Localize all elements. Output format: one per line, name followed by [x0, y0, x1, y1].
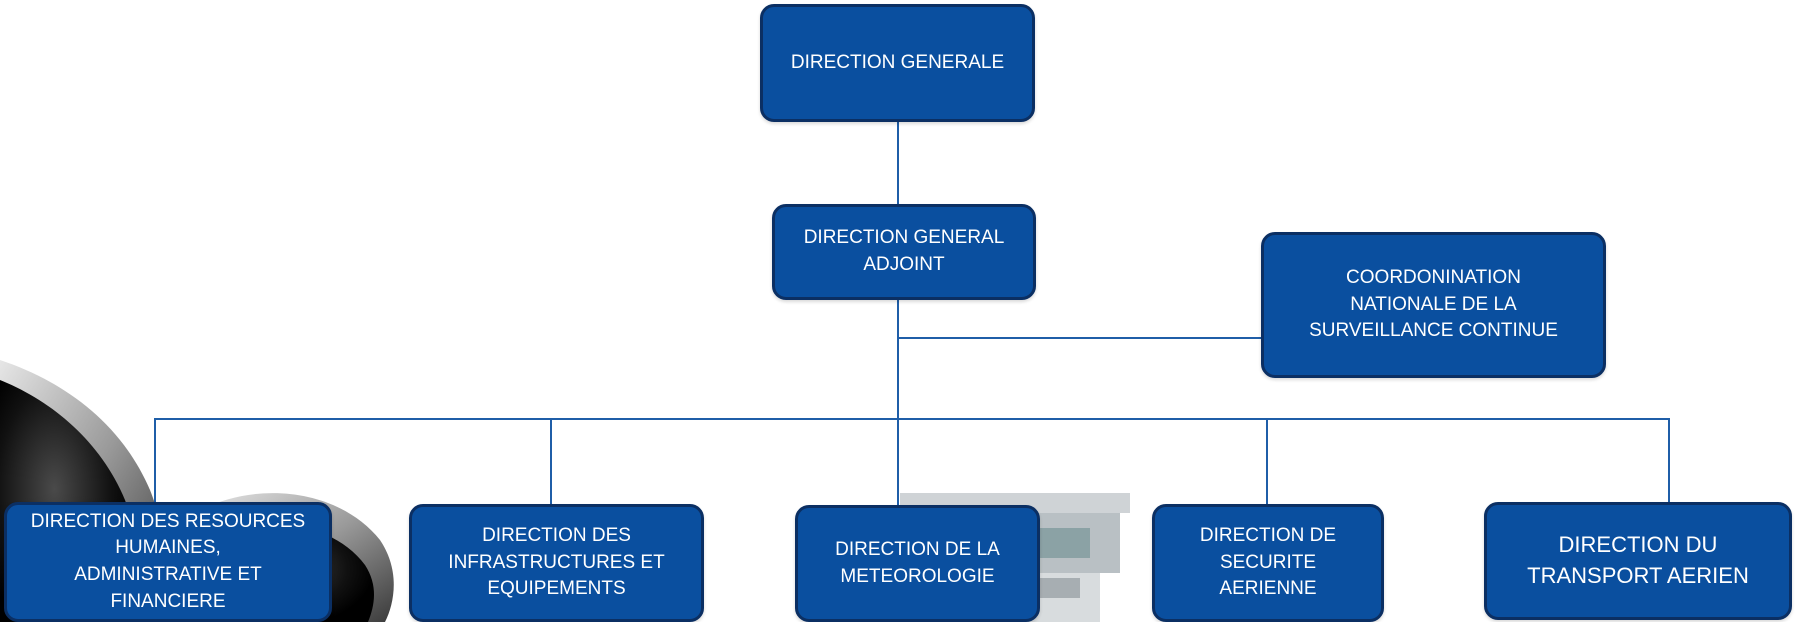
- direction-transport-aerien-label: DIRECTION DU TRANSPORT AERIEN: [1527, 532, 1749, 588]
- direction-general-adjoint-box: DIRECTION GENERAL ADJOINT: [772, 204, 1036, 300]
- direction-general-adjoint-label: DIRECTION GENERAL ADJOINT: [803, 227, 1005, 275]
- direction-transport-aerien-box: DIRECTION DU TRANSPORT AERIEN: [1484, 502, 1792, 620]
- direction-securite-aerienne-label: DIRECTION DE SECURITE AERIENNE: [1199, 525, 1337, 600]
- connector-dsa: [1266, 418, 1268, 504]
- direction-infrastructures-label: DIRECTION DES INFRASTRUCTURES ET EQUIPEM…: [448, 525, 665, 600]
- direction-resources-humaines-box: DIRECTION DES RESOURCES HUMAINES, ADMINI…: [4, 502, 332, 622]
- connector-cnsc: [897, 337, 1263, 339]
- connector-dg-dga: [897, 122, 899, 204]
- connector-horizontal-bus: [154, 418, 1670, 420]
- connector-dga-trunk: [897, 300, 899, 512]
- direction-meteorologie-box: DIRECTION DE LA METEOROLOGIE: [795, 505, 1040, 622]
- direction-infrastructures-box: DIRECTION DES INFRASTRUCTURES ET EQUIPEM…: [409, 504, 704, 622]
- direction-resources-humaines-label: DIRECTION DES RESOURCES HUMAINES, ADMINI…: [30, 510, 306, 612]
- connector-die: [550, 418, 552, 504]
- direction-generale-label: DIRECTION GENERALE: [790, 51, 1005, 73]
- direction-generale-box: DIRECTION GENERALE: [760, 4, 1035, 122]
- connector-dta: [1668, 418, 1670, 502]
- direction-securite-aerienne-box: DIRECTION DE SECURITE AERIENNE: [1152, 504, 1384, 622]
- coordonination-surveillance-label: COORDONINATION NATIONALE DE LA SURVEILLA…: [1309, 267, 1558, 342]
- connector-drh: [154, 418, 156, 502]
- direction-meteorologie-label: DIRECTION DE LA METEOROLOGIE: [835, 538, 1000, 587]
- coordonination-surveillance-box: COORDONINATION NATIONALE DE LA SURVEILLA…: [1261, 232, 1606, 378]
